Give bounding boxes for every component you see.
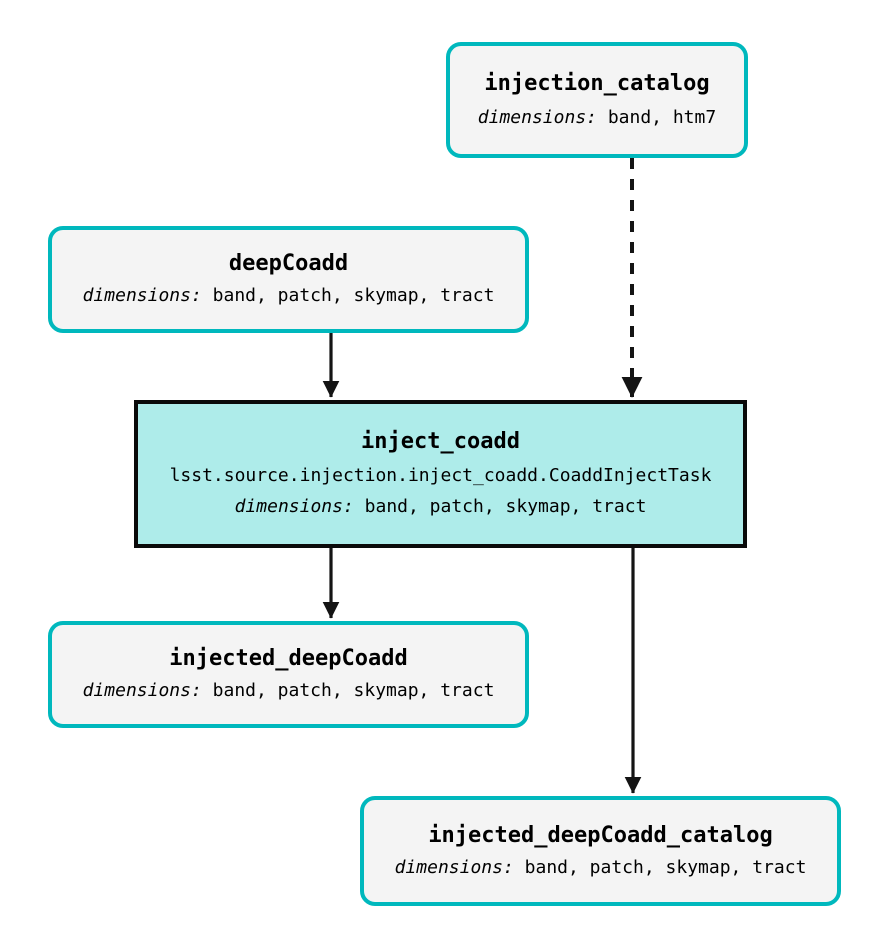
dimensions-values: band, patch, skymap, tract	[364, 496, 647, 518]
dimensions-values: band, patch, skymap, tract	[212, 680, 495, 702]
dimensions-values: band, htm7	[607, 106, 717, 128]
node-title: deepCoadd	[228, 251, 349, 277]
dimensions-values: band, patch, skymap, tract	[524, 856, 807, 878]
node-injected-deepcoadd[interactable]: injected_deepCoadd dimensions: band, pat…	[48, 621, 529, 728]
dimensions-label: dimensions:	[234, 496, 365, 518]
dimensions-label: dimensions:	[394, 856, 525, 878]
node-injected-deepcoadd-catalog[interactable]: injected_deepCoadd_catalog dimensions: b…	[360, 796, 841, 906]
node-injection-catalog[interactable]: injection_catalog dimensions: band, htm7	[446, 42, 748, 158]
node-dimensions: dimensions: band, htm7	[477, 106, 717, 129]
dimensions-label: dimensions:	[82, 285, 213, 307]
node-title: inject_coadd	[361, 429, 520, 455]
node-dimensions: dimensions: band, patch, skymap, tract	[394, 856, 807, 879]
node-dimensions: dimensions: band, patch, skymap, tract	[82, 680, 495, 702]
dimensions-label: dimensions:	[82, 680, 213, 702]
dimensions-label: dimensions:	[477, 106, 608, 128]
node-dimensions: dimensions: band, patch, skymap, tract	[234, 496, 647, 518]
node-task-class: lsst.source.injection.inject_coadd.Coadd…	[169, 465, 712, 487]
node-title: injection_catalog	[484, 70, 710, 96]
node-title: injected_deepCoadd	[169, 646, 408, 672]
dimensions-values: band, patch, skymap, tract	[212, 285, 495, 307]
node-title: injected_deepCoadd_catalog	[428, 822, 773, 848]
node-inject-coadd[interactable]: inject_coadd lsst.source.injection.injec…	[134, 400, 747, 548]
node-deepcoadd[interactable]: deepCoadd dimensions: band, patch, skyma…	[48, 226, 529, 333]
node-dimensions: dimensions: band, patch, skymap, tract	[82, 285, 495, 307]
